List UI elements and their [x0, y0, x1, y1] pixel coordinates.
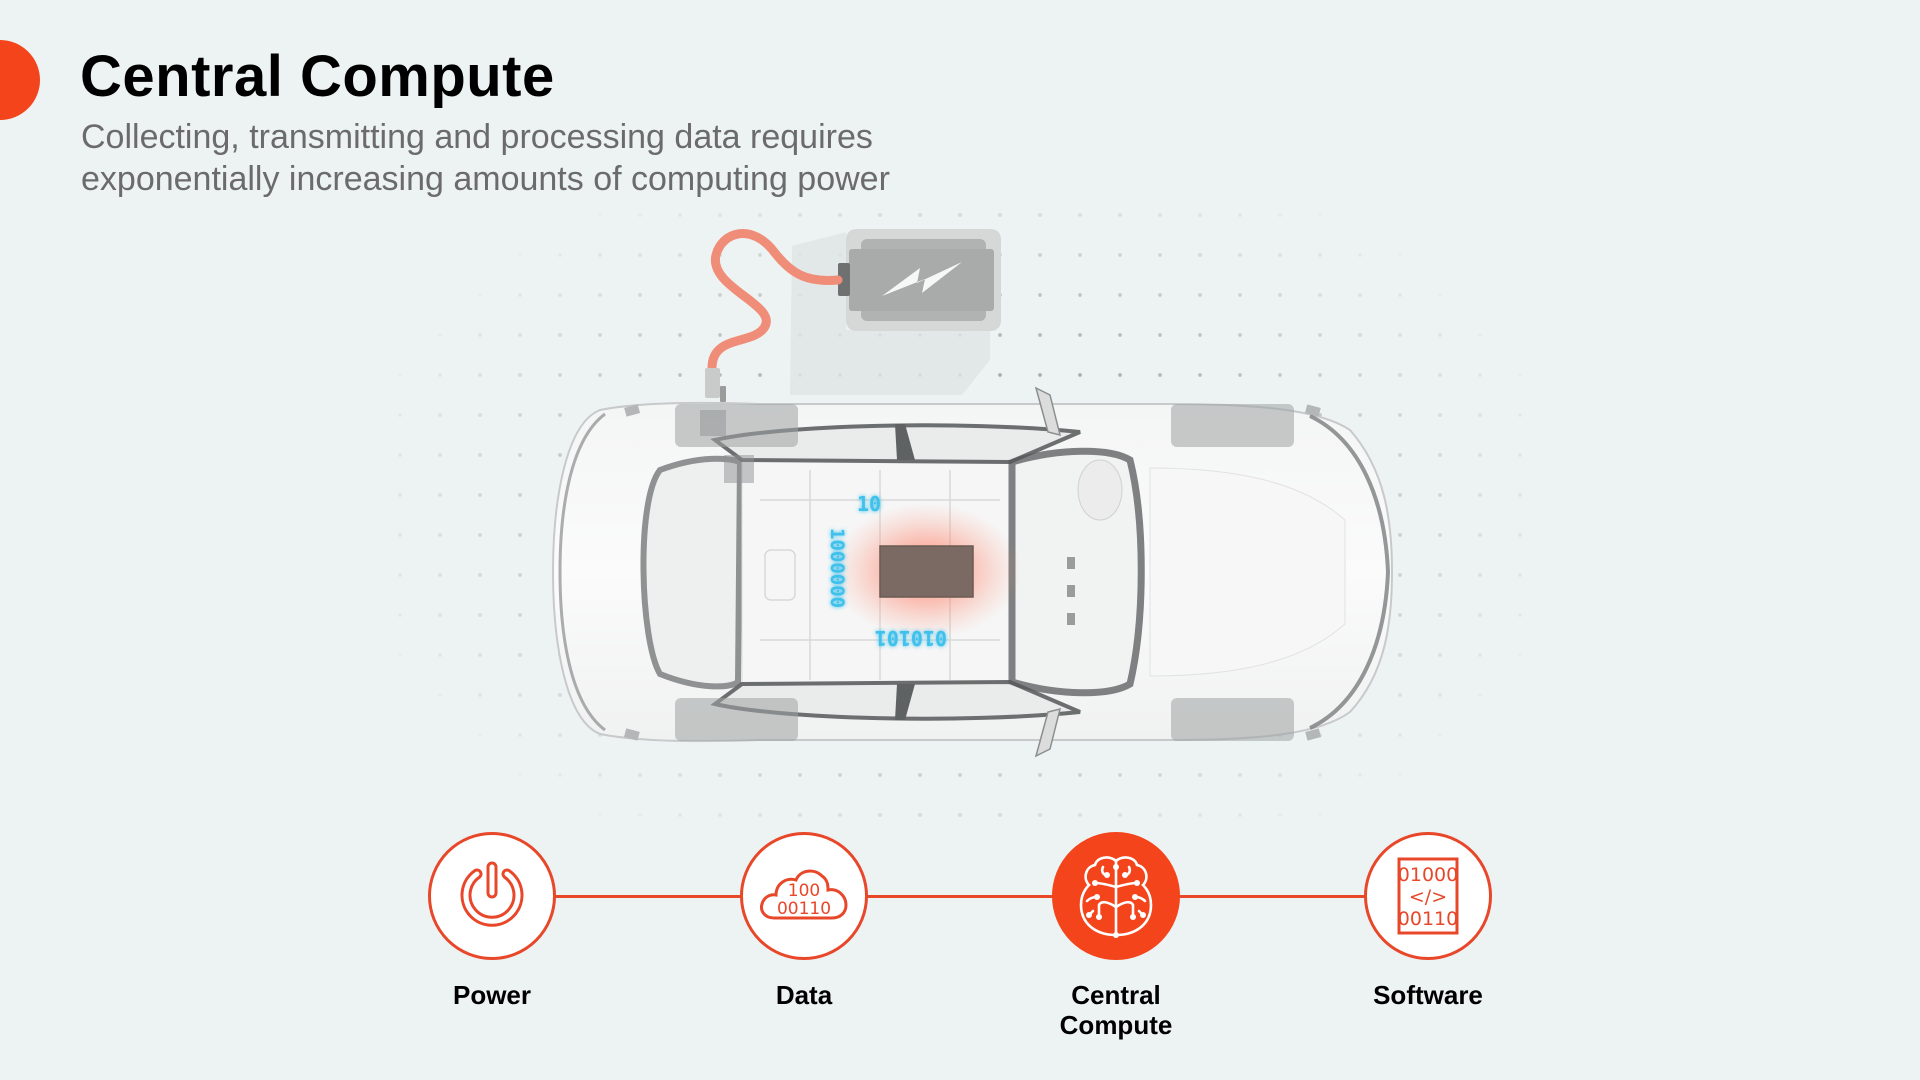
- compute-chip-icon: [831, 503, 1021, 639]
- step-central-compute[interactable]: Central Compute: [1016, 832, 1216, 1040]
- brain-circuit-icon: [1079, 856, 1153, 938]
- step-central-compute-button[interactable]: [1052, 832, 1180, 960]
- svg-text:00110: 00110: [777, 899, 831, 919]
- page-title: Central Compute: [80, 44, 555, 109]
- binary-top: 10: [857, 492, 881, 516]
- step-central-compute-label: Central Compute: [1059, 980, 1173, 1040]
- step-power[interactable]: Power: [392, 832, 592, 1010]
- code-document-icon: 01000 </> 00110: [1397, 857, 1459, 935]
- svg-text:00110: 00110: [1398, 908, 1458, 930]
- step-power-button[interactable]: [428, 832, 556, 960]
- step-data-label: Data: [775, 980, 833, 1010]
- battery-icon: [790, 229, 1001, 395]
- binary-left: 1000000: [826, 528, 848, 608]
- step-power-label: Power: [452, 980, 532, 1010]
- step-software-label: Software: [1373, 980, 1483, 1010]
- cloud-data-icon: 100 00110: [760, 869, 848, 920]
- binary-bottom: 010101: [875, 626, 947, 650]
- subtitle-line-1: Collecting, transmitting and processing …: [81, 118, 873, 156]
- step-software[interactable]: 01000 </> 00110 Software: [1328, 832, 1528, 1010]
- subtitle-line-2: exponentially increasing amounts of comp…: [81, 160, 890, 198]
- binary-labels: 10 1000000 010101: [826, 492, 947, 650]
- step-data[interactable]: 100 00110 Data: [704, 832, 904, 1010]
- power-icon: [460, 861, 524, 927]
- step-software-button[interactable]: 01000 </> 00110: [1364, 832, 1492, 960]
- charging-cable-icon: [705, 229, 843, 402]
- step-data-button[interactable]: 100 00110: [740, 832, 868, 960]
- steps-connector-line: [492, 895, 1428, 898]
- svg-text:01000: 01000: [1398, 864, 1458, 886]
- svg-text:100: 100: [788, 881, 820, 901]
- svg-text:</>: </>: [1409, 886, 1447, 908]
- page-subtitle: Collecting, transmitting and processing …: [81, 116, 1021, 200]
